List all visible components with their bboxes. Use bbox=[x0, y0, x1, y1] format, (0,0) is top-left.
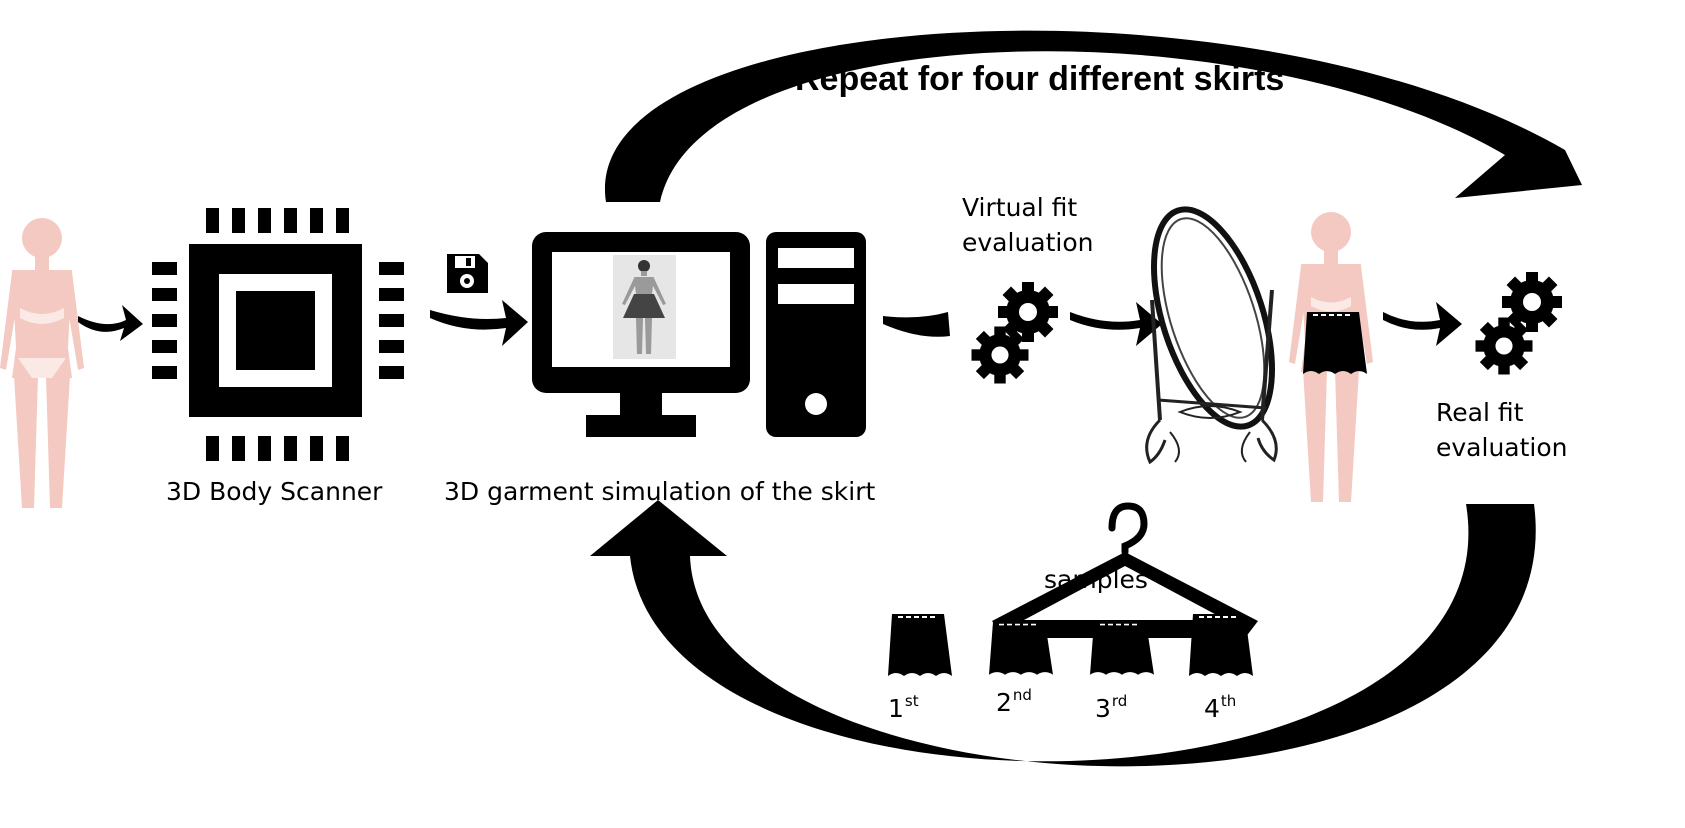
skirt-icon bbox=[988, 621, 1054, 676]
skirt-icon bbox=[1089, 621, 1155, 676]
flow-arrow-3 bbox=[883, 312, 950, 337]
flow-arrow-2 bbox=[430, 300, 528, 346]
ordinal-1: 1st bbox=[888, 692, 919, 723]
repeat-arrow-bottom bbox=[590, 500, 1536, 767]
body-scanner-chip-icon bbox=[152, 208, 404, 461]
simulation-label: 3D garment simulation of the skirt bbox=[444, 477, 876, 506]
body-figure-skirt-icon bbox=[1289, 212, 1373, 502]
flow-arrow-4 bbox=[1070, 302, 1162, 346]
skirt-icon bbox=[1302, 311, 1368, 375]
virtual-fit-label: Virtual fit evaluation bbox=[962, 193, 1094, 257]
body-figure-icon bbox=[0, 218, 84, 508]
ordinal-4: 4th bbox=[1204, 692, 1237, 723]
flow-arrow-5 bbox=[1383, 302, 1462, 346]
scanner-label: 3D Body Scanner bbox=[166, 477, 383, 506]
mirror-icon bbox=[1145, 206, 1278, 465]
gears-icon bbox=[971, 282, 1058, 384]
ordinal-3: 3rd bbox=[1095, 692, 1128, 723]
hanger-icon bbox=[992, 502, 1258, 638]
monitor-icon bbox=[532, 232, 750, 437]
diagram-title: Repeat for four different skirts bbox=[795, 60, 1285, 98]
repeat-arrow-top bbox=[604, 30, 1582, 202]
flow-arrow-1 bbox=[78, 305, 143, 341]
computer-tower-icon bbox=[766, 232, 866, 437]
avatar-preview-image bbox=[613, 255, 676, 359]
ordinal-2: 2nd bbox=[996, 686, 1032, 717]
gears-icon bbox=[1475, 272, 1562, 375]
skirt-icon bbox=[1188, 613, 1254, 677]
floppy-disk-icon bbox=[447, 254, 488, 293]
skirt-icon bbox=[887, 613, 953, 677]
real-fit-label: Real fit evaluation bbox=[1436, 398, 1568, 462]
samples-label: samples bbox=[1044, 565, 1148, 594]
